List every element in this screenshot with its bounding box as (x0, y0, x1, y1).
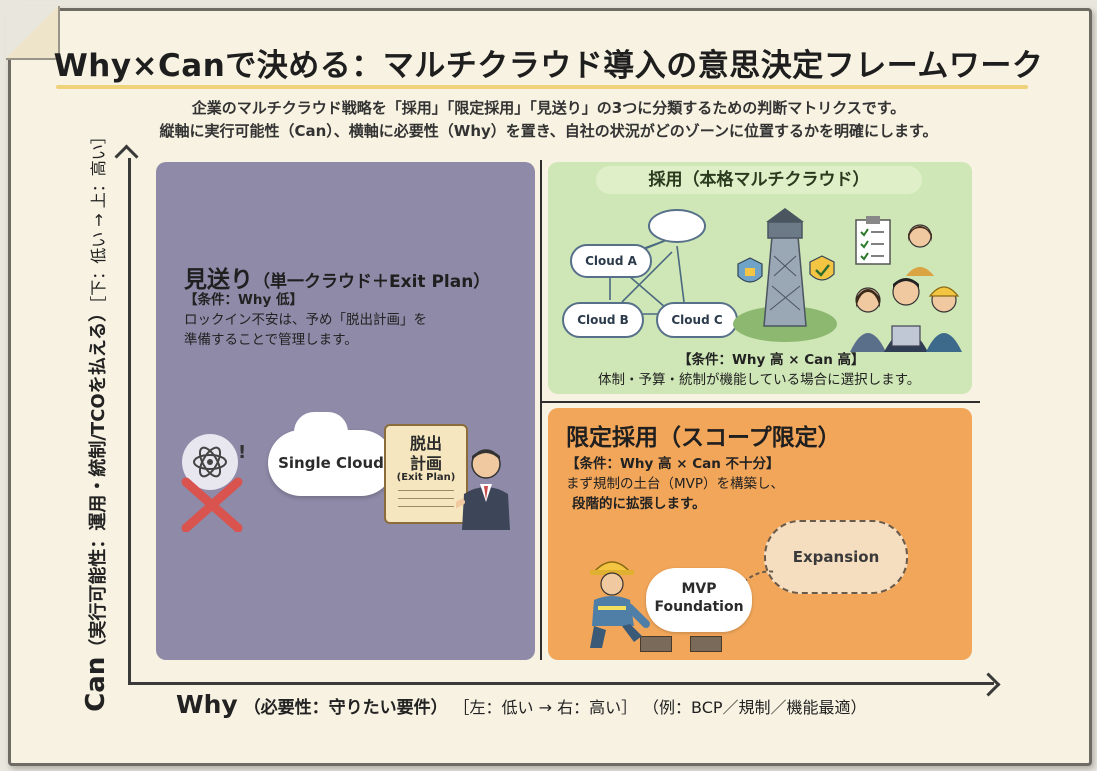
governance-tower-icon (733, 208, 837, 342)
expansion-link (733, 570, 777, 593)
page-title: Why×Canで決める：マルチクラウド導入の意思決定フレームワーク (53, 48, 1044, 84)
x-axis-main: Why (176, 690, 238, 719)
y-axis-main: Can (81, 656, 111, 712)
subtitle-line-2: 縦軸に実行可能性（Can）、横軸に必要性（Why）を置き、自社の状況がどのゾーン… (159, 122, 938, 140)
x-axis-line (128, 682, 994, 685)
adopt-title: 採用（本格マルチクラウド） (596, 166, 922, 194)
mvp-cloud: MVP Foundation (646, 568, 752, 632)
y-axis-line (128, 158, 131, 684)
x-axis-desc: （必要性：守りたい要件） (243, 698, 448, 718)
limited-desc-1: まず規制の土台（MVP）を構築し、 (566, 476, 785, 492)
skip-desc-1: ロックイン不安は、予め「脱出計画」を (184, 312, 427, 328)
horizontal-divider (540, 401, 980, 403)
x-axis-example: （例：BCP／規制／機能最適） (643, 698, 867, 717)
lockin-blocked-icon: ! (181, 434, 246, 532)
x-axis-range: ［左：低い → 右：高い］ (453, 698, 638, 717)
exit-plan-scroll: 脱出 計画 (Exit Plan) (384, 424, 468, 524)
foundation-brick (640, 636, 672, 652)
cloud-b: Cloud B (562, 302, 644, 338)
limited-title: 限定採用（スコープ限定） (566, 425, 841, 451)
vertical-divider (540, 160, 542, 660)
y-axis-range: ［下：低い → 上：高い］ (89, 128, 108, 304)
folded-corner (6, 6, 60, 60)
title-underline (56, 85, 1028, 89)
svg-text:!: ! (238, 442, 246, 463)
construction-worker-icon (590, 561, 650, 648)
y-axis-desc: （実行可能性：運用・統制/TCOを払える） (88, 303, 109, 657)
adopt-condition: 【条件：Why 高 × Can 高】 (678, 352, 865, 368)
subtitle-line-1: 企業のマルチクラウド戦略を「採用」「限定採用」「見送り」の3つに分類するための判… (191, 99, 906, 117)
single-cloud-puff (294, 412, 348, 452)
skip-title: 見送り（単一クラウド＋Exit Plan） (184, 267, 491, 293)
skip-desc-2: 準備することで管理します。 (184, 332, 358, 348)
skip-condition: 【条件：Why 低】 (184, 292, 304, 308)
limited-desc-2: 段階的に拡張します。 (572, 496, 706, 512)
businessman-icon (456, 449, 510, 530)
foundation-brick (690, 636, 722, 652)
quadrant-skip (156, 162, 535, 660)
limited-condition: 【条件：Why 高 × Can 不十分】 (566, 456, 780, 472)
expansion-cloud: Expansion (764, 520, 908, 594)
cloud-a: Cloud A (570, 244, 652, 278)
cloud-c: Cloud C (656, 302, 738, 338)
adopt-desc: 体制・予算・統制が機能している場合に選択します。 (598, 372, 921, 388)
team-icon (850, 216, 962, 352)
x-axis-label: Why （必要性：守りたい要件） ［左：低い → 右：高い］ （例：BCP／規制… (176, 690, 867, 719)
